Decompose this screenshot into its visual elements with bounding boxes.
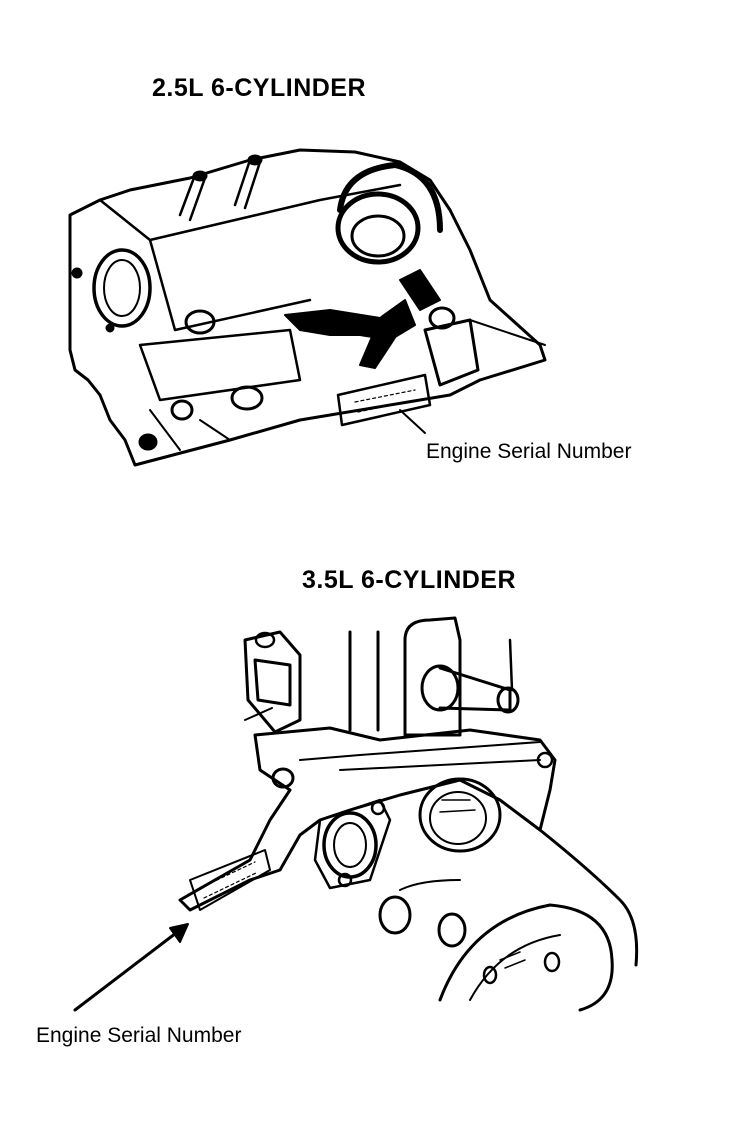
figure-2-title: 3.5L 6-CYLINDER — [302, 566, 517, 594]
figure-2-callout: Engine Serial Number — [36, 1024, 242, 1047]
engine-block-2-5l — [68, 148, 547, 467]
serial-number-pad-3-5l — [189, 849, 271, 911]
callout-arrow-3-5l — [73, 923, 189, 1012]
stud-1 — [178, 170, 208, 222]
figure-1-title: 2.5L 6-CYLINDER — [152, 74, 367, 102]
engine-block-3-5l — [178, 616, 639, 1012]
figure-1-callout: Engine Serial Number — [426, 440, 632, 463]
stud-2 — [233, 154, 263, 210]
serial-number-plate-2-5l — [336, 373, 432, 427]
